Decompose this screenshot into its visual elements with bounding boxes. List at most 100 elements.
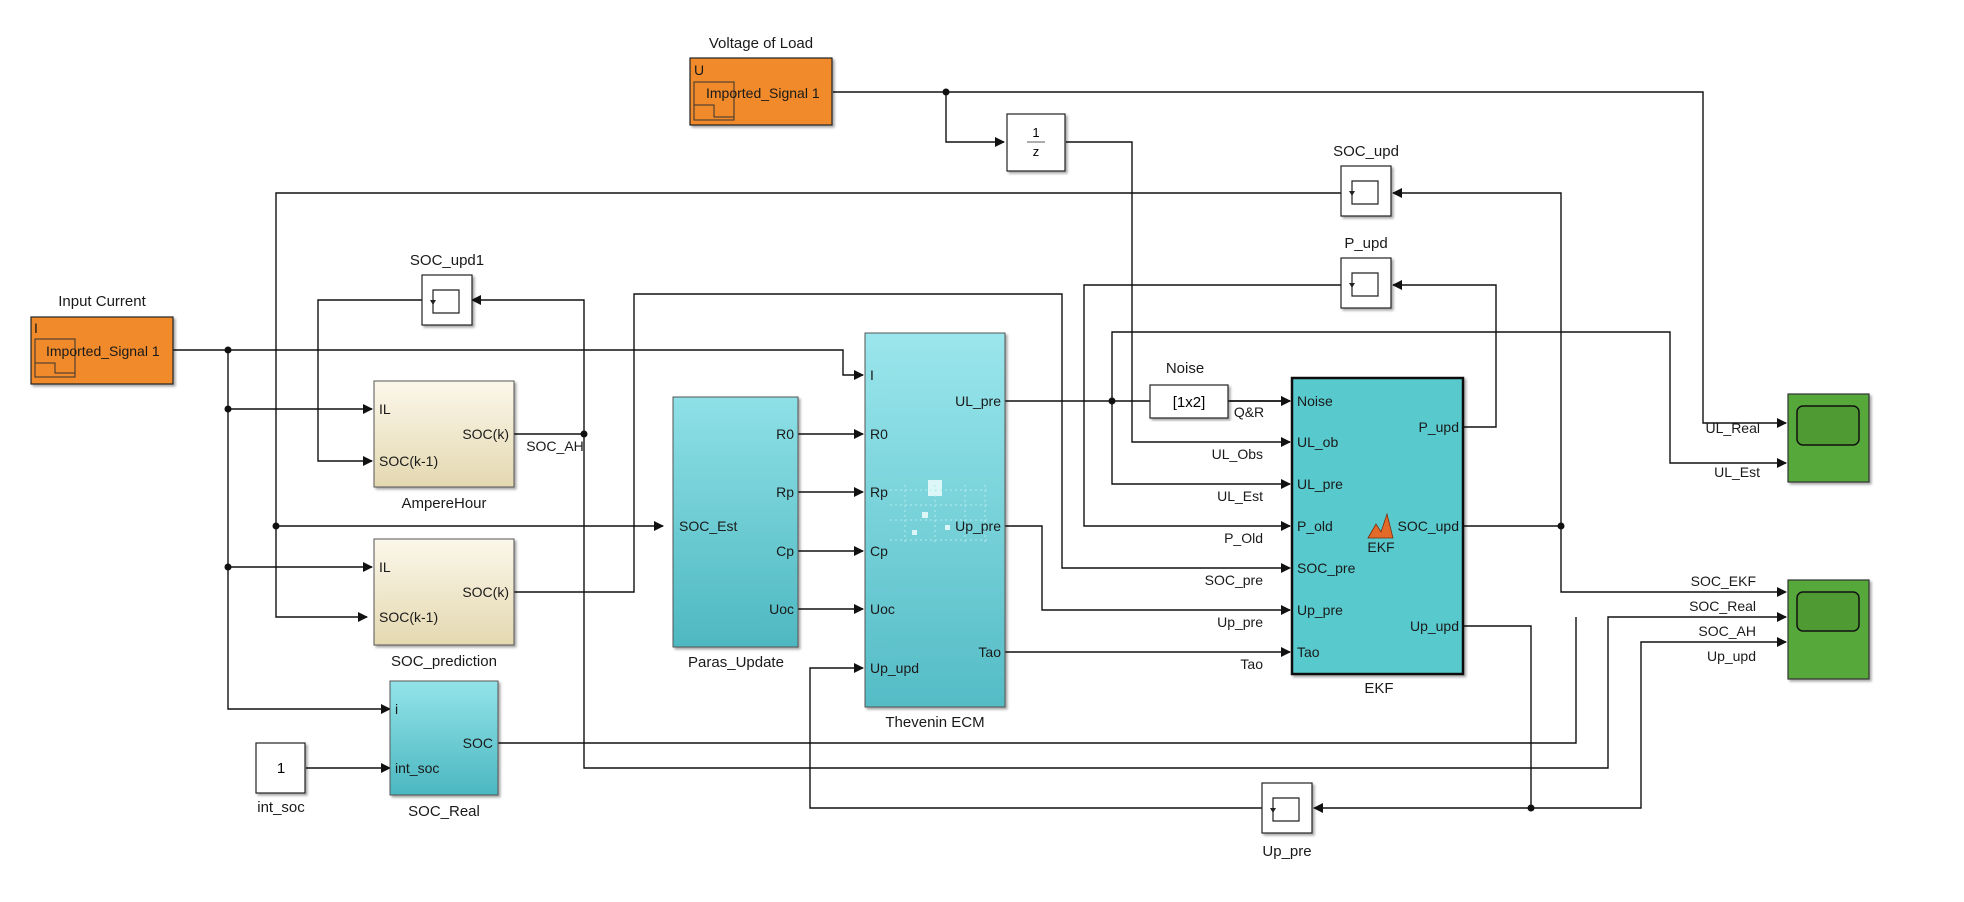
signal-glyph-icon	[34, 338, 76, 378]
thevenin-in-rp: Rp	[870, 484, 888, 500]
up-upd-label: Up_upd	[1707, 648, 1756, 664]
unit-delay-block[interactable]: 1 z	[1006, 113, 1066, 172]
memory-icon	[1351, 272, 1379, 297]
ul-est-label: UL_Est	[1714, 464, 1760, 480]
input-current-port: I	[34, 320, 38, 336]
voltage-of-load-title: Voltage of Load	[709, 35, 813, 52]
ekf-block[interactable]: Noise UL_ob UL_pre P_old SOC_pre Up_pre …	[1290, 376, 1465, 697]
noise-block[interactable]: Noise [1x2] Q&R	[1149, 360, 1264, 420]
p-upd-memory-block[interactable]: P_upd	[1340, 235, 1392, 309]
soc-upd1-title: SOC_upd1	[410, 252, 484, 269]
signal-glyph-icon	[693, 81, 735, 121]
p-old-signal-label: P_Old	[1224, 530, 1263, 546]
voltage-of-load-port: U	[694, 62, 704, 78]
matlab-function-icon	[1367, 512, 1394, 539]
thevenin-title: Thevenin ECM	[885, 714, 984, 731]
ul-real-label: UL_Real	[1706, 420, 1760, 436]
thevenin-out-uppre: Up_pre	[955, 518, 1001, 534]
thevenin-in-i: I	[870, 367, 874, 383]
paras-update-body[interactable]	[672, 396, 799, 648]
up-pre-signal-label: Up_pre	[1217, 614, 1263, 630]
paras-update-out-cp: Cp	[776, 543, 794, 559]
ampere-hour-block[interactable]: IL SOC(k-1) SOC(k) AmpereHour	[373, 380, 515, 512]
int-soc-block[interactable]: 1 int_soc	[255, 742, 306, 816]
soc-prediction-out: SOC(k)	[462, 584, 509, 600]
soc-real-label: SOC_Real	[1689, 598, 1756, 614]
ekf-in-tao: Tao	[1297, 644, 1320, 660]
soc-ah-label: SOC_AH	[1698, 623, 1756, 639]
up-pre-memory-block[interactable]: Up_pre	[1261, 782, 1313, 860]
thevenin-in-uoc: Uoc	[870, 601, 895, 617]
ul-est-signal-label: UL_Est	[1217, 488, 1263, 504]
soc-prediction-in2: SOC(k-1)	[379, 609, 438, 625]
unit-delay-num: 1	[1032, 125, 1039, 140]
ul-obs-signal-label: UL_Obs	[1212, 446, 1263, 462]
circuit-icon	[890, 480, 990, 545]
input-current-block[interactable]: Input Current I Imported_Signal 1	[30, 293, 174, 385]
paras-update-out-r0: R0	[776, 426, 794, 442]
p-upd-body[interactable]	[1340, 257, 1392, 309]
memory-icon	[432, 289, 460, 314]
soc-upd1-memory-block[interactable]: SOC_upd1	[410, 252, 484, 326]
scope-soc[interactable]: SOC_EKF SOC_Real SOC_AH Up_upd	[1689, 573, 1870, 680]
soc-prediction-body[interactable]	[373, 538, 515, 646]
paras-update-out-rp: Rp	[776, 484, 794, 500]
ekf-in-noise: Noise	[1297, 393, 1333, 409]
scope-voltage[interactable]: UL_Real UL_Est	[1706, 393, 1870, 483]
ampere-hour-in1: IL	[379, 401, 391, 417]
input-current-inner: Imported_Signal 1	[46, 343, 160, 359]
ekf-inner-label: EKF	[1367, 539, 1394, 555]
tao-signal-label: Tao	[1240, 656, 1263, 672]
int-soc-body[interactable]	[255, 742, 306, 794]
signal-lines	[173, 88, 1787, 813]
ekf-in-uppre: Up_pre	[1297, 602, 1343, 618]
paras-update-out-uoc: Uoc	[769, 601, 794, 617]
memory-icon	[1272, 797, 1300, 822]
ekf-in-pold: P_old	[1297, 518, 1333, 534]
paras-update-in: SOC_Est	[679, 518, 737, 534]
noise-value: [1x2]	[1173, 394, 1206, 411]
noise-body[interactable]	[1149, 384, 1229, 419]
soc-real-in1: i	[395, 701, 398, 717]
thevenin-out-ulpre: UL_pre	[955, 393, 1001, 409]
soc-upd-title: SOC_upd	[1333, 143, 1399, 160]
up-pre-title: Up_pre	[1262, 843, 1311, 860]
soc-ekf-label: SOC_EKF	[1691, 573, 1756, 589]
scope-screen-icon	[1796, 405, 1860, 446]
ekf-title: EKF	[1364, 680, 1393, 697]
ekf-out-socupd: SOC_upd	[1398, 518, 1459, 534]
ampere-hour-out: SOC(k)	[462, 426, 509, 442]
input-current-title: Input Current	[58, 293, 146, 310]
soc-prediction-title: SOC_prediction	[391, 653, 497, 670]
soc-ah-signal-label: SOC_AH	[526, 438, 584, 454]
soc-upd-memory-block[interactable]: SOC_upd	[1333, 143, 1399, 217]
soc-real-block[interactable]: i int_soc SOC SOC_Real	[389, 680, 499, 820]
ampere-hour-title: AmpereHour	[401, 495, 486, 512]
soc-real-out: SOC	[463, 735, 493, 751]
int-soc-title: int_soc	[257, 799, 305, 816]
ekf-in-socpre: SOC_pre	[1297, 560, 1356, 576]
soc-prediction-block[interactable]: IL SOC(k-1) SOC(k) SOC_prediction	[373, 538, 515, 670]
soc-real-body[interactable]	[389, 680, 499, 796]
voltage-of-load-block[interactable]: Voltage of Load U Imported_Signal 1	[689, 35, 833, 126]
soc-pre-signal-label: SOC_pre	[1205, 572, 1264, 588]
soc-upd1-body[interactable]	[421, 274, 473, 326]
ekf-out-upupd: Up_upd	[1410, 618, 1459, 634]
thevenin-out-tao: Tao	[978, 644, 1001, 660]
memory-icon	[1351, 180, 1379, 205]
thevenin-in-upupd: Up_upd	[870, 660, 919, 676]
ampere-hour-in2: SOC(k-1)	[379, 453, 438, 469]
p-upd-title: P_upd	[1344, 235, 1387, 252]
thevenin-ecm-block[interactable]: I R0 Rp Cp Uoc Up_upd UL_pre Up_pre Tao …	[864, 332, 1006, 731]
paras-update-title: Paras_Update	[688, 654, 784, 671]
paras-update-block[interactable]: SOC_Est R0 Rp Cp Uoc Paras_Update	[672, 396, 799, 671]
unit-delay-den: z	[1033, 144, 1040, 159]
soc-upd-body[interactable]	[1340, 165, 1392, 217]
soc-real-in2: int_soc	[395, 760, 439, 776]
thevenin-in-cp: Cp	[870, 543, 888, 559]
ampere-hour-body[interactable]	[373, 380, 515, 488]
unit-delay-body[interactable]	[1006, 113, 1066, 172]
up-pre-body[interactable]	[1261, 782, 1313, 834]
